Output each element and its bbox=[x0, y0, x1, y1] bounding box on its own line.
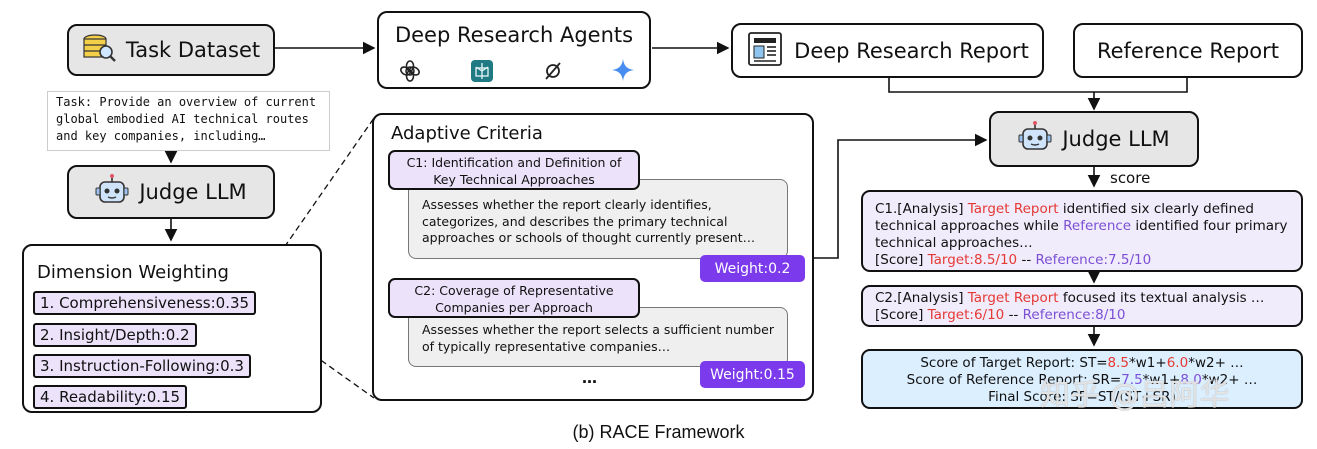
figure-caption: (b) RACE Framework bbox=[572, 422, 745, 442]
perplexity-icon bbox=[470, 59, 494, 87]
analysis-c1-box: C1.[Analysis] Target Report identified s… bbox=[861, 190, 1303, 272]
judge-llm-left-label: Judge LLM bbox=[139, 180, 247, 204]
newspaper-icon bbox=[746, 30, 784, 72]
analysis-c1-text: C1.[Analysis] Target Report identified s… bbox=[875, 201, 1288, 251]
grok-icon bbox=[543, 61, 563, 85]
final-score-box: Score of Target Report: ST=8.5*w1+6.0*w2… bbox=[861, 349, 1303, 409]
final-score-line: Final Score: SF=ST/(ST+SR) bbox=[988, 389, 1176, 405]
reference-score-line: Score of Reference Report: SR=7.5*w1+8.0… bbox=[906, 372, 1258, 388]
analysis-c2-box: C2.[Analysis] Target Report focused its … bbox=[861, 285, 1303, 327]
task-dataset-label: Task Dataset bbox=[125, 38, 261, 62]
c2-title: C2: Coverage of Representative Companies… bbox=[388, 278, 640, 318]
c1-weight-badge: Weight:0.2 bbox=[700, 255, 805, 282]
dimension-item: 3. Instruction-Following:0.3 bbox=[33, 354, 251, 378]
robot-icon bbox=[1018, 120, 1052, 158]
robot-icon bbox=[95, 173, 129, 211]
dimension-item: 2. Insight/Depth:0.2 bbox=[33, 323, 197, 347]
score-label: score bbox=[1110, 169, 1151, 187]
database-icon bbox=[82, 33, 116, 67]
watermark: 知乎 @吕阿华 bbox=[1040, 378, 1230, 413]
analysis-c2-text: C2.[Analysis] Target Report focused its … bbox=[875, 290, 1265, 306]
dimension-weighting-title: Dimension Weighting bbox=[37, 262, 229, 283]
dimension-weighting-box: Dimension Weighting 1. Comprehensiveness… bbox=[22, 244, 322, 413]
adaptive-criteria-box: Adaptive Criteria Assesses whether the r… bbox=[372, 113, 814, 401]
c2-weight-badge: Weight:0.15 bbox=[700, 361, 805, 388]
deep-research-report-box: Deep Research Report bbox=[731, 23, 1044, 78]
reference-report-label: Reference Report bbox=[1096, 38, 1280, 63]
reference-report-box: Reference Report bbox=[1073, 23, 1303, 78]
gemini-icon bbox=[612, 59, 634, 85]
analysis-c2-score: [Score] Target:6/10 -- Reference:8/10 bbox=[875, 307, 1126, 323]
task-dataset-box: Task Dataset bbox=[67, 24, 275, 76]
deep-research-agents-box: Deep Research Agents bbox=[377, 11, 651, 89]
deep-research-report-label: Deep Research Report bbox=[794, 38, 1029, 63]
c1-title: C1: Identification and Definition of Key… bbox=[388, 150, 640, 190]
adaptive-criteria-title: Adaptive Criteria bbox=[391, 123, 543, 144]
more-criteria-ellipsis: … bbox=[582, 369, 597, 387]
dimension-item: 1. Comprehensiveness:0.35 bbox=[33, 291, 257, 315]
c1-description: Assesses whether the report clearly iden… bbox=[408, 179, 788, 259]
judge-llm-left-box: Judge LLM bbox=[67, 165, 275, 219]
judge-llm-right-box: Judge LLM bbox=[989, 111, 1199, 167]
openai-icon bbox=[398, 59, 422, 87]
deep-research-agents-label: Deep Research Agents bbox=[394, 23, 634, 47]
task-text: Task: Provide an overview of current glo… bbox=[47, 91, 330, 151]
judge-llm-right-label: Judge LLM bbox=[1062, 127, 1170, 151]
analysis-c1-score: [Score] Target:8.5/10 -- Reference:7.5/1… bbox=[875, 252, 1152, 268]
target-score-line: Score of Target Report: ST=8.5*w1+6.0*w2… bbox=[920, 355, 1244, 371]
dimension-item: 4. Readability:0.15 bbox=[33, 385, 188, 409]
